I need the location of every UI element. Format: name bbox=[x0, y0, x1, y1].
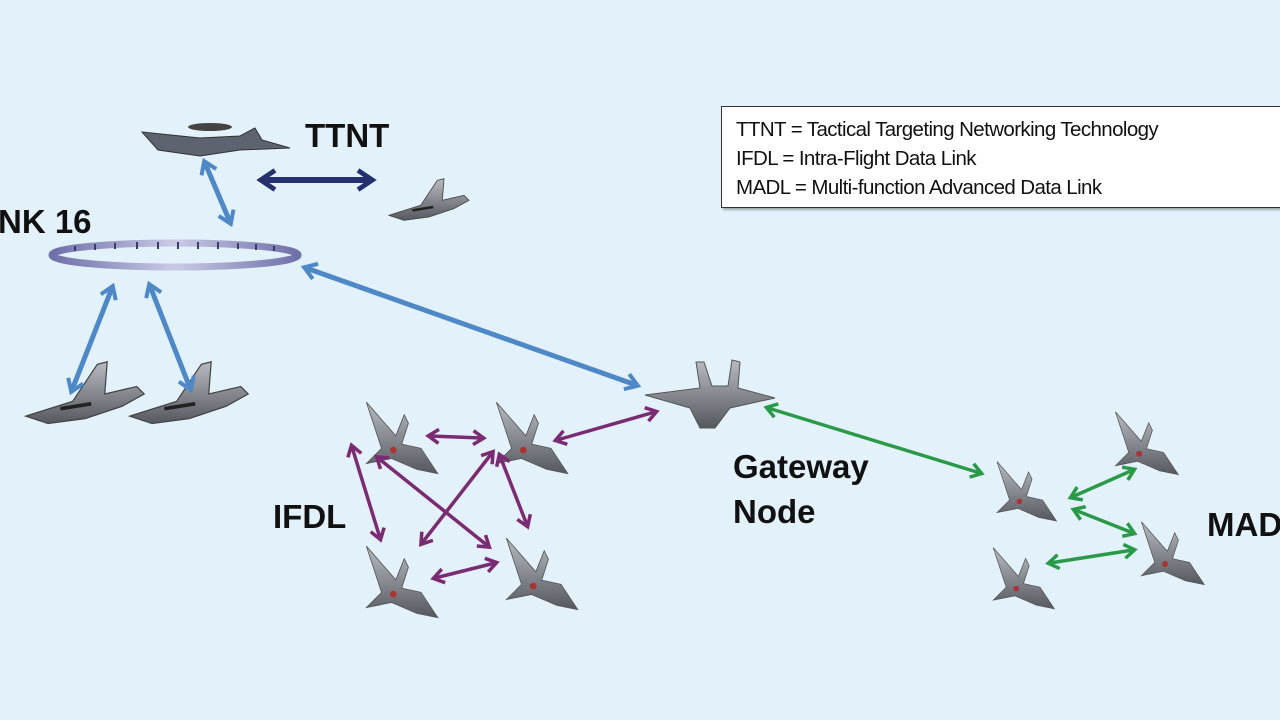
legend-item-madl: MADL = Multi-function Advanced Data Link bbox=[736, 176, 1102, 199]
link16-fighter-1 bbox=[26, 362, 144, 424]
madl-fighter-3 bbox=[992, 547, 1055, 610]
link16-arrow-fighter-2 bbox=[144, 280, 196, 394]
madl-fighter-2 bbox=[1114, 411, 1179, 476]
ifdl-arrow bbox=[418, 449, 496, 547]
gateway-label-line2: Node bbox=[733, 493, 816, 530]
ifdl-label: IFDL bbox=[273, 498, 347, 535]
madl-fighter-4 bbox=[1140, 521, 1205, 586]
madl-arrow bbox=[1070, 505, 1138, 538]
madl-arrow-gateway bbox=[763, 402, 985, 479]
gateway-node-aircraft bbox=[644, 359, 776, 429]
link16-fighter-2 bbox=[130, 362, 248, 424]
ttnt-label: TTNT bbox=[305, 117, 390, 154]
madl-label: MAD bbox=[1207, 506, 1280, 543]
madl-arrow bbox=[1067, 465, 1138, 502]
gateway-label-line1: Gateway bbox=[733, 448, 869, 485]
ifdl-arrow bbox=[425, 427, 487, 447]
ifdl-fighter-1 bbox=[365, 401, 439, 475]
ttnt-fighter bbox=[387, 176, 471, 222]
ifdl-arrow bbox=[494, 451, 533, 530]
awacs-aircraft bbox=[140, 123, 291, 157]
link16-label: NK 16 bbox=[0, 203, 92, 240]
ifdl-arrow bbox=[430, 556, 500, 585]
madl-arrow bbox=[1045, 542, 1138, 571]
ifdl-fighter-4 bbox=[505, 537, 579, 611]
madl-fighter-1 bbox=[996, 461, 1057, 522]
ifdl-fighter-2 bbox=[495, 401, 569, 475]
acronym-legend: TTNT = Tactical Targeting Networking Tec… bbox=[721, 106, 1280, 208]
link16-ring bbox=[48, 239, 302, 271]
link16-arrow-awacs bbox=[199, 157, 236, 228]
link16-arrow-gateway bbox=[300, 261, 642, 392]
legend-item-ttnt: TTNT = Tactical Targeting Networking Tec… bbox=[736, 118, 1159, 141]
link16-arrow-fighter-1 bbox=[66, 282, 118, 396]
legend-item-ifdl: IFDL = Intra-Flight Data Link bbox=[736, 147, 977, 170]
ifdl-arrow-gateway bbox=[552, 406, 660, 446]
ifdl-fighter-3 bbox=[365, 545, 439, 619]
